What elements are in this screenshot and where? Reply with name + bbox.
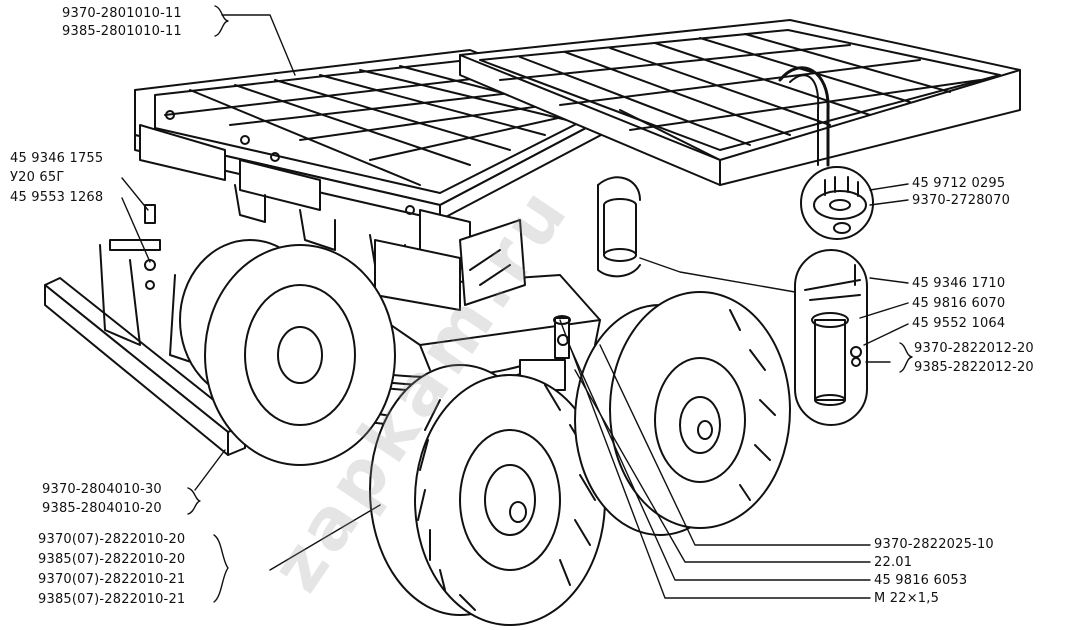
label-wheel-2: 9385(07)-2822010-20	[38, 552, 186, 567]
label-bottom-right-3: 45 9816 6053	[874, 573, 968, 588]
label-braces	[187, 5, 913, 603]
detail-support	[794, 249, 868, 426]
label-bolt-3: 45 9553 1268	[10, 190, 104, 205]
label-wheel-3: 9370(07)-2822010-21	[38, 572, 186, 587]
label-bottom-right-4: М 22×1,5	[874, 591, 940, 606]
label-bolt-2: У20 65Г	[10, 170, 65, 185]
detail-flange	[800, 166, 874, 240]
label-mid-right-3: 45 9552 1064	[912, 316, 1006, 331]
label-bottom-right-1: 9370-2822025-10	[874, 537, 994, 552]
wheel-front-right	[574, 291, 791, 536]
label-bumper-1: 9370-2804010-30	[42, 482, 162, 497]
label-bolt-1: 45 9346 1755	[10, 151, 104, 166]
leader-lines	[121, 14, 909, 599]
label-wheel-4: 9385(07)-2822010-21	[38, 592, 186, 607]
label-mid-right-5: 9385-2822012-20	[914, 360, 1034, 375]
label-mid-right-2: 45 9816 6070	[912, 296, 1006, 311]
wheel-front-left	[369, 364, 606, 626]
bumper	[44, 204, 246, 456]
label-top-right-1: 45 9712 0295	[912, 176, 1006, 191]
label-mid-right-4: 9370-2822012-20	[914, 341, 1034, 356]
wheel-left-inner	[179, 239, 396, 466]
detail-cylinder	[597, 176, 641, 278]
air-hose	[778, 66, 830, 167]
label-wheel-1: 9370(07)-2822010-20	[38, 532, 186, 547]
label-mid-right-1: 45 9346 1710	[912, 276, 1006, 291]
label-frame-2: 9385-2801010-11	[62, 24, 182, 39]
label-bumper-2: 9385-2804010-20	[42, 501, 162, 516]
label-frame-1: 9370-2801010-11	[62, 6, 182, 21]
frame-rear	[459, 19, 1021, 186]
label-bottom-right-2: 22.01	[874, 555, 913, 570]
label-top-right-2: 9370-2728070	[912, 193, 1011, 208]
